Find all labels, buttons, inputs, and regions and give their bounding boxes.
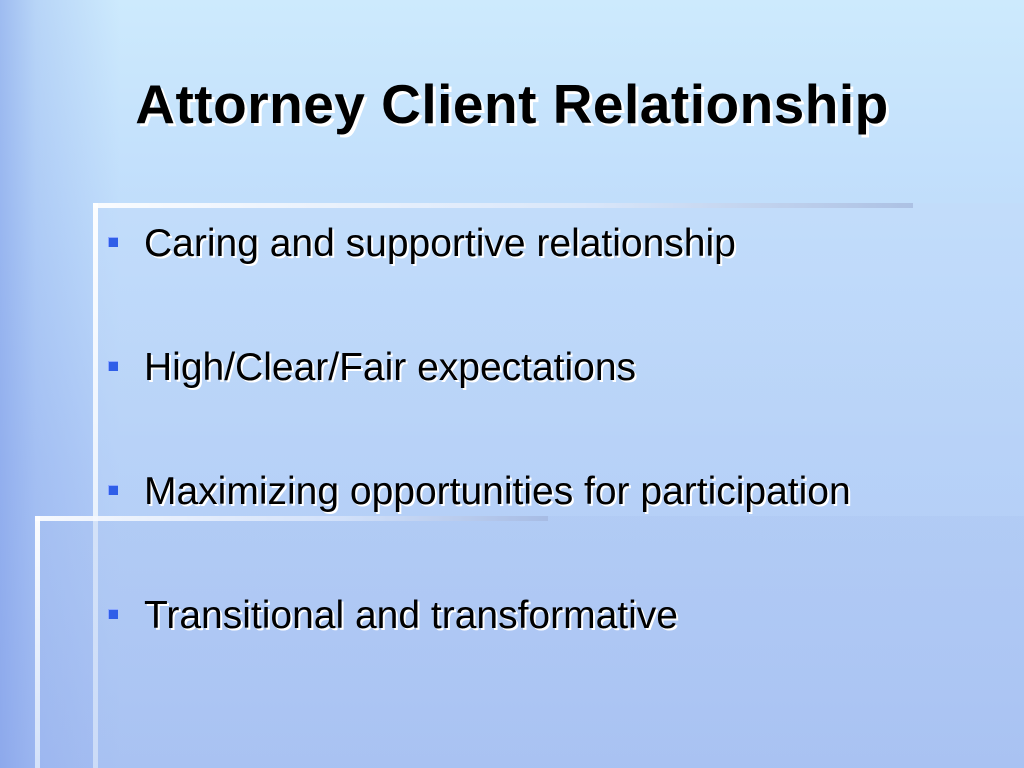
decorative-frame-lower-left-bar	[35, 516, 40, 768]
square-bullet-icon	[108, 237, 118, 247]
square-bullet-icon	[108, 609, 118, 619]
bullet-item: Caring and supportive relationship	[108, 218, 1008, 342]
bullet-text: Transitional and transformative	[144, 594, 678, 637]
square-bullet-icon	[108, 361, 118, 371]
decorative-frame-lower-top-bar	[35, 516, 548, 521]
decorative-frame-lower	[35, 516, 1024, 768]
bullet-text: Caring and supportive relationship	[144, 222, 736, 265]
decorative-frame-upper-top-bar	[93, 203, 913, 208]
bullet-item: Maximizing opportunities for participati…	[108, 466, 1008, 590]
slide-title: Attorney Client Relationship	[135, 73, 889, 135]
bullet-text: Maximizing opportunities for participati…	[144, 470, 851, 513]
decorative-frame-upper	[93, 203, 1024, 768]
bullet-item: Transitional and transformative	[108, 590, 1008, 714]
bullet-text: High/Clear/Fair expectations	[144, 346, 637, 389]
bullet-list: Caring and supportive relationship High/…	[108, 218, 1008, 714]
decorative-frame-upper-left-bar	[93, 203, 98, 768]
square-bullet-icon	[108, 485, 118, 495]
bullet-item: High/Clear/Fair expectations	[108, 342, 1008, 466]
